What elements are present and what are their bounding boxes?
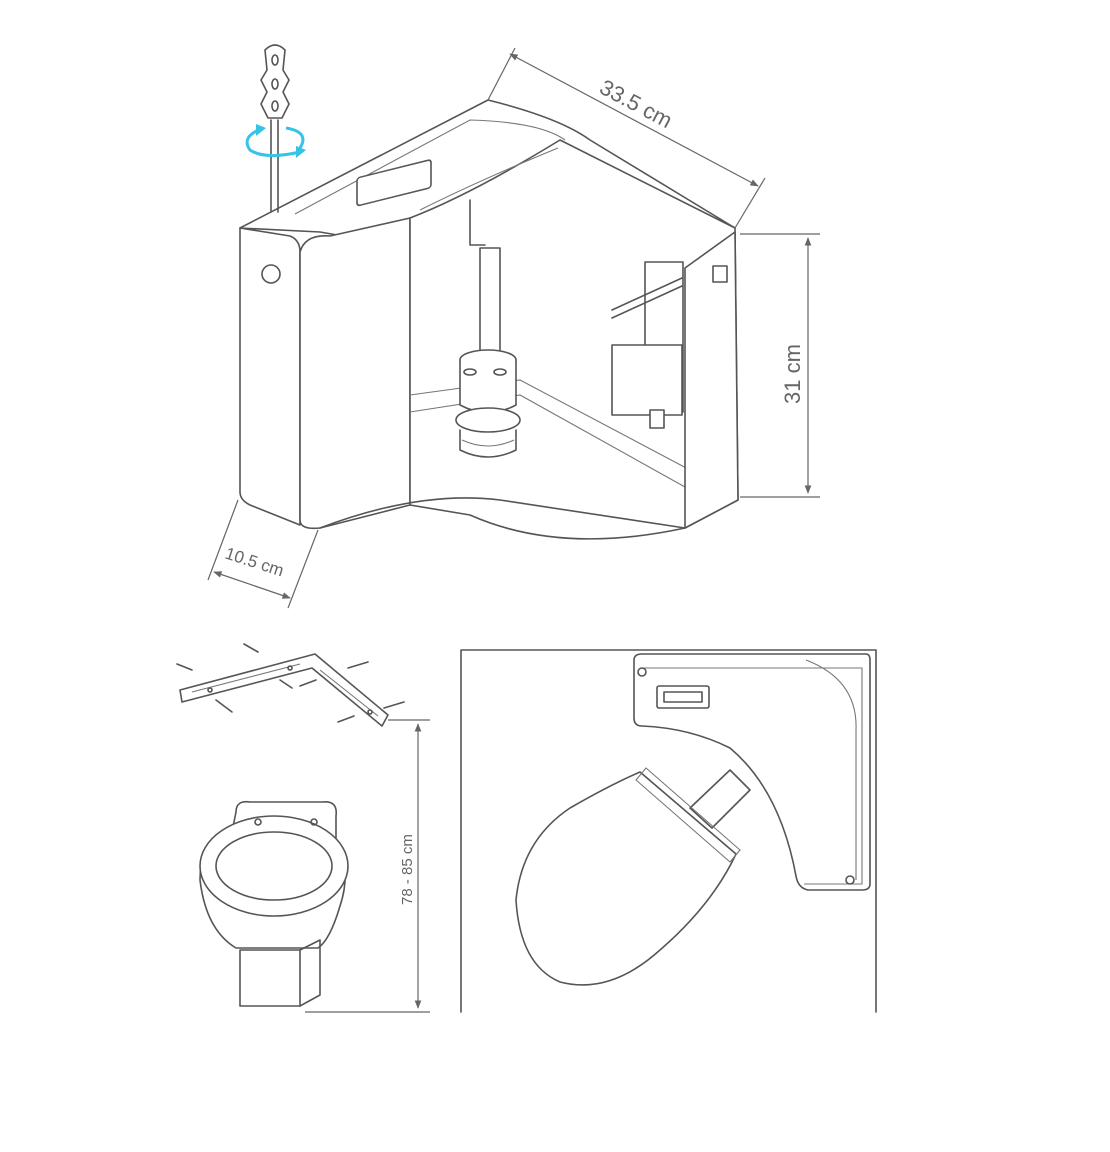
screwdriver-icon [260, 44, 290, 213]
rotation-arrow-icon [245, 124, 306, 158]
side-button-icon [261, 264, 281, 284]
flush-button-top [356, 159, 432, 207]
flush-valve [455, 199, 521, 458]
height-label: 31 cm [780, 344, 805, 404]
plan-view [460, 649, 877, 1013]
mount-height-dimension: 78 - 85 cm [305, 719, 430, 1013]
plan-connection-pipe [689, 769, 751, 829]
plan-cistern-outline [633, 653, 871, 891]
plan-toilet-bowl [515, 771, 737, 986]
cistern-3d-view [239, 99, 739, 540]
depth-label: 10.5 cm [223, 544, 286, 581]
fill-valve [611, 261, 728, 429]
cistern-right-wall [684, 231, 739, 529]
cistern-left-side [239, 227, 301, 526]
cistern-front-panel [299, 217, 411, 530]
mount-height-label: 78 - 85 cm [399, 834, 416, 905]
screws-set [176, 643, 405, 723]
height-dimension: 31 cm [740, 233, 820, 498]
width-label: 33.5 cm [596, 74, 677, 133]
toilet-front-view [199, 800, 349, 1007]
mounting-bracket [179, 653, 389, 727]
